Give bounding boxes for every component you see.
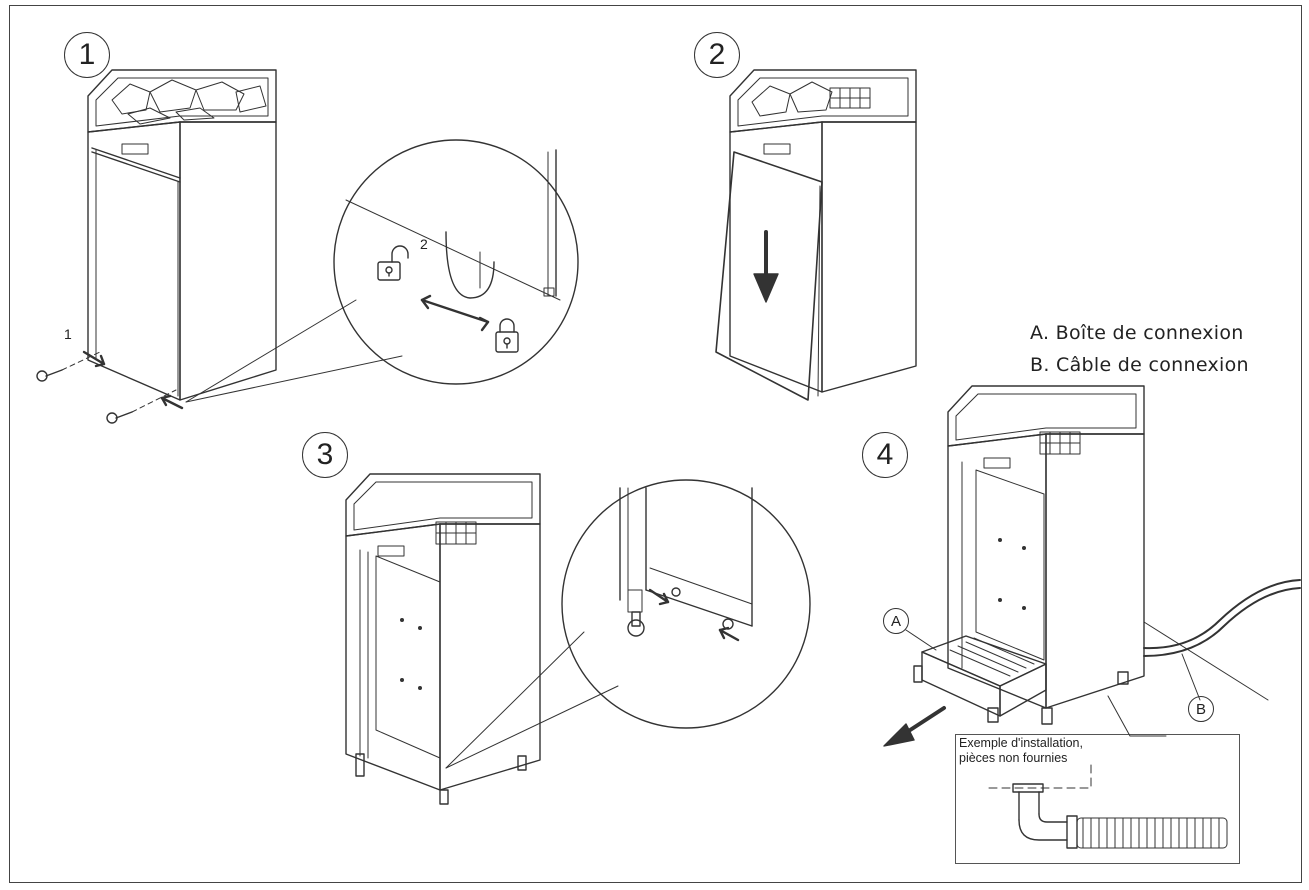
arrow-icon bbox=[883, 706, 946, 747]
step-3-badge: 3 bbox=[302, 432, 348, 478]
step-1-detail-magnifier bbox=[333, 139, 579, 385]
locked-padlock-icon bbox=[495, 318, 519, 353]
step-1-number: 1 bbox=[78, 38, 96, 71]
figure-frame bbox=[9, 5, 1302, 883]
arrow-icon bbox=[82, 350, 184, 410]
step-2-heater bbox=[715, 69, 917, 401]
inset-note-line-2: pièces non fournies bbox=[959, 751, 1068, 765]
step-1-badge: 1 bbox=[64, 32, 110, 78]
installation-example-drawing bbox=[988, 761, 1228, 849]
sauna-stones bbox=[751, 81, 871, 117]
flexible-conduit bbox=[1076, 817, 1228, 849]
connection-cable bbox=[1143, 579, 1301, 701]
marker-a-letter: A bbox=[890, 612, 901, 630]
inset-note-line-1: Exemple d'installation, bbox=[959, 736, 1083, 750]
arrow-icon bbox=[753, 230, 779, 303]
unlocked-padlock-icon bbox=[377, 245, 409, 281]
sauna-stones bbox=[111, 79, 267, 125]
step-2-badge: 2 bbox=[694, 32, 740, 78]
arrow-icon bbox=[420, 294, 490, 332]
screws bbox=[36, 369, 133, 424]
unlock-callout-label: 2 bbox=[420, 236, 428, 252]
inset-note: Exemple d'installation, pièces non fourn… bbox=[959, 736, 1083, 766]
step-3-detail-magnifier bbox=[561, 479, 811, 729]
connection-box-drawer bbox=[913, 635, 1047, 723]
marker-b: B bbox=[1188, 696, 1214, 722]
step-4-badge: 4 bbox=[862, 432, 908, 478]
installation-example-inset: Exemple d'installation, pièces non fourn… bbox=[955, 734, 1240, 864]
legend-a: A. Boîte de connexion bbox=[1030, 322, 1244, 344]
arrow-icon bbox=[648, 588, 740, 642]
step-2-number: 2 bbox=[708, 38, 726, 71]
step-3-number: 3 bbox=[316, 438, 334, 471]
step-4-heater bbox=[883, 385, 1301, 747]
step-4-number: 4 bbox=[876, 438, 894, 471]
screw-callout-label: 1 bbox=[64, 326, 72, 342]
marker-a: A bbox=[883, 608, 909, 634]
marker-b-letter: B bbox=[1195, 700, 1206, 718]
step-3-heater bbox=[345, 473, 619, 805]
legend-b: B. Câble de connexion bbox=[1030, 354, 1249, 376]
step-1-heater bbox=[36, 69, 403, 424]
